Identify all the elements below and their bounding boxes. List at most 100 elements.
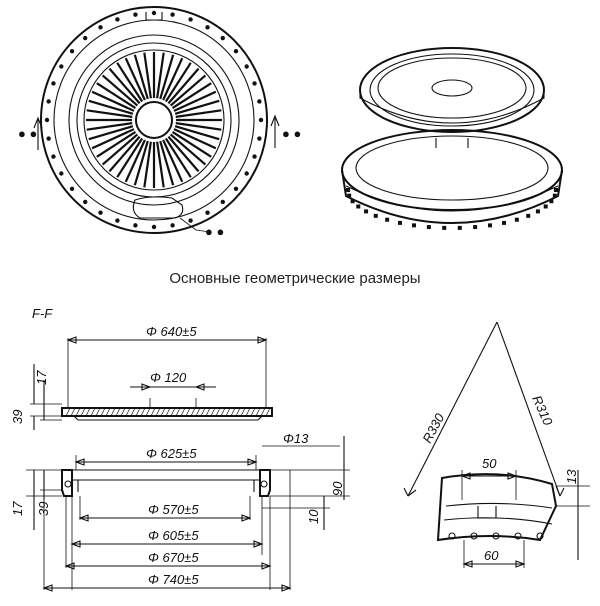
iso-spoke	[458, 96, 475, 116]
iso-bolt	[487, 223, 492, 228]
spoke	[175, 122, 222, 131]
iso-bolt	[364, 209, 369, 214]
bolt-hole	[205, 25, 210, 30]
hatch-line	[265, 407, 271, 417]
hatch-line	[165, 407, 171, 417]
hatch-line	[80, 407, 86, 417]
bolt-hole	[205, 210, 210, 215]
hatch-line	[110, 407, 116, 417]
spoke	[169, 133, 207, 166]
hatch-line	[190, 407, 196, 417]
hatch-line	[240, 407, 246, 417]
iso-bolt	[526, 213, 531, 218]
dim-d570: Φ 570±5	[148, 502, 199, 517]
bolt-hole	[59, 171, 64, 176]
iso-bolt	[552, 193, 557, 198]
iso-spoke	[380, 88, 431, 94]
segment-detail: R330 R310 50 60 13	[403, 321, 590, 568]
iso-bolt	[373, 213, 378, 218]
hatch-line	[250, 407, 256, 417]
section-view: F-F Φ 640±5 Φ 120 Φ 625±5 Φ13	[10, 306, 350, 592]
bolt-hole	[69, 49, 75, 54]
dim-d625: Φ 625±5	[146, 446, 197, 461]
bolt-hole	[188, 218, 193, 223]
isometric-spokes	[380, 59, 524, 117]
iso-bolt	[549, 199, 554, 204]
iso-spoke	[473, 88, 524, 94]
spoke	[164, 137, 192, 178]
iso-bolt	[502, 220, 506, 225]
iso-spoke	[469, 92, 511, 106]
iso-spoke	[393, 70, 435, 84]
iso-spoke	[429, 96, 446, 116]
dim-d670: Φ 670±5	[148, 550, 199, 565]
hatch-line	[195, 407, 201, 417]
bolt-hole	[51, 81, 56, 86]
bolt-hole	[151, 224, 157, 230]
iso-bolt	[457, 225, 462, 230]
iso-spoke	[409, 64, 440, 82]
bolt-hole	[69, 186, 75, 191]
bolt-hole	[83, 35, 88, 41]
hatch-line	[155, 407, 161, 417]
bolt-hole	[115, 17, 120, 22]
dim-h39-bottom: 39	[36, 502, 51, 516]
hatch-line	[125, 407, 131, 417]
spoke	[171, 130, 212, 158]
hatch-line	[215, 407, 221, 417]
iso-spoke	[383, 78, 432, 86]
iso-spoke	[469, 70, 511, 84]
bolt-hole	[257, 99, 262, 104]
hatch-line	[200, 407, 206, 417]
iso-spoke	[400, 93, 437, 109]
dim-d13: Φ13	[283, 431, 309, 446]
dim-w50: 50	[482, 456, 497, 471]
isometric-view	[341, 47, 563, 230]
bolt-hole	[151, 10, 157, 16]
spoke	[86, 122, 133, 131]
iso-spoke	[464, 64, 495, 82]
hatch-line	[65, 407, 71, 417]
hatch-line	[100, 407, 106, 417]
dim-d640: Φ 640±5	[146, 324, 197, 339]
dim-h10: 10	[306, 509, 321, 524]
hatch-line	[95, 407, 101, 417]
dim-w60: 60	[484, 548, 499, 563]
iso-bolt	[442, 225, 447, 230]
bolt-hole	[170, 12, 175, 17]
iso-spoke	[380, 82, 431, 88]
hatch-line	[245, 407, 251, 417]
spoke	[108, 135, 141, 173]
iso-bolt	[543, 204, 548, 209]
iso-bolt	[535, 209, 540, 214]
dim-h90: 90	[330, 481, 345, 496]
iso-spoke	[461, 61, 485, 81]
bolt-hole	[115, 218, 120, 223]
bolt-holes	[44, 10, 264, 230]
hatch-line	[185, 407, 191, 417]
iso-bolt	[346, 188, 350, 192]
iso-spoke	[472, 78, 521, 86]
dim-h17-top: 17	[34, 370, 49, 385]
iso-spoke	[429, 60, 446, 80]
iso-spoke	[471, 91, 517, 102]
bolt-hole	[98, 25, 103, 30]
spoke	[156, 52, 165, 99]
iso-bolt	[350, 199, 355, 204]
hatch-line	[140, 407, 146, 417]
spoke	[91, 90, 135, 112]
spoke	[171, 82, 212, 110]
bolt-hole	[44, 117, 50, 123]
iso-spoke	[409, 94, 440, 112]
hatch-line	[230, 407, 236, 417]
iso-bolt	[412, 223, 417, 228]
spoke	[96, 130, 137, 158]
iso-spoke	[419, 61, 443, 81]
dim-d605: Φ 605±5	[148, 528, 199, 543]
iso-spoke	[387, 74, 433, 85]
hatch-line	[160, 407, 166, 417]
iso-spoke	[458, 60, 475, 80]
bolt-hole	[220, 35, 225, 41]
spoke	[108, 67, 141, 105]
bolt-hole	[46, 136, 51, 141]
